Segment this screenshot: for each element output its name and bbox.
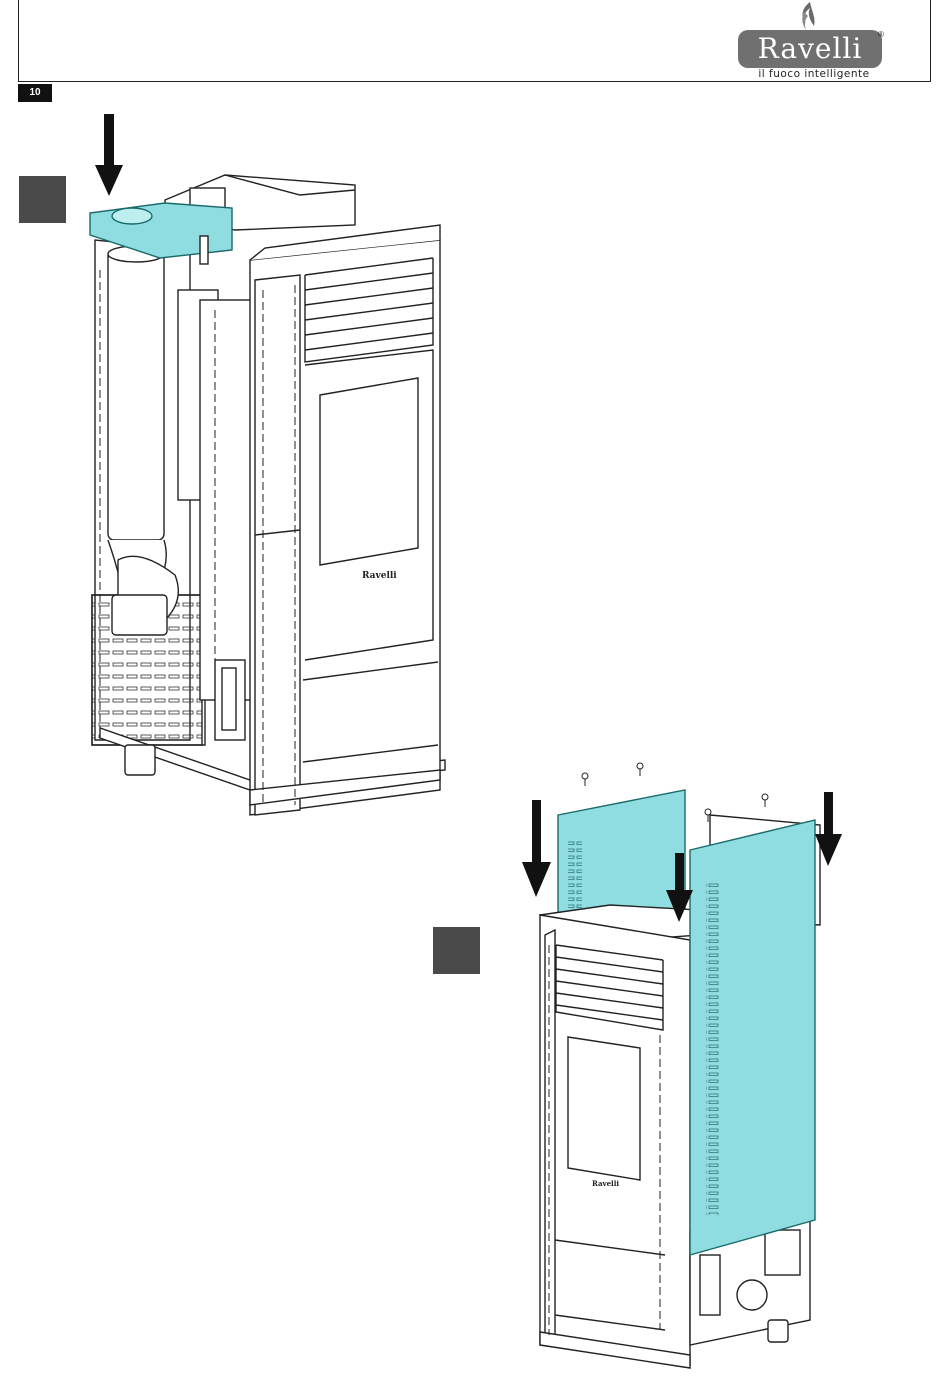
arrow-down-icon bbox=[522, 800, 551, 897]
figure-1-stove bbox=[90, 175, 445, 815]
stove-logo-text-2: Ravelli bbox=[592, 1179, 619, 1188]
stove-logo-text-1: Ravelli bbox=[362, 571, 397, 581]
arrow-down-icon bbox=[95, 114, 123, 196]
